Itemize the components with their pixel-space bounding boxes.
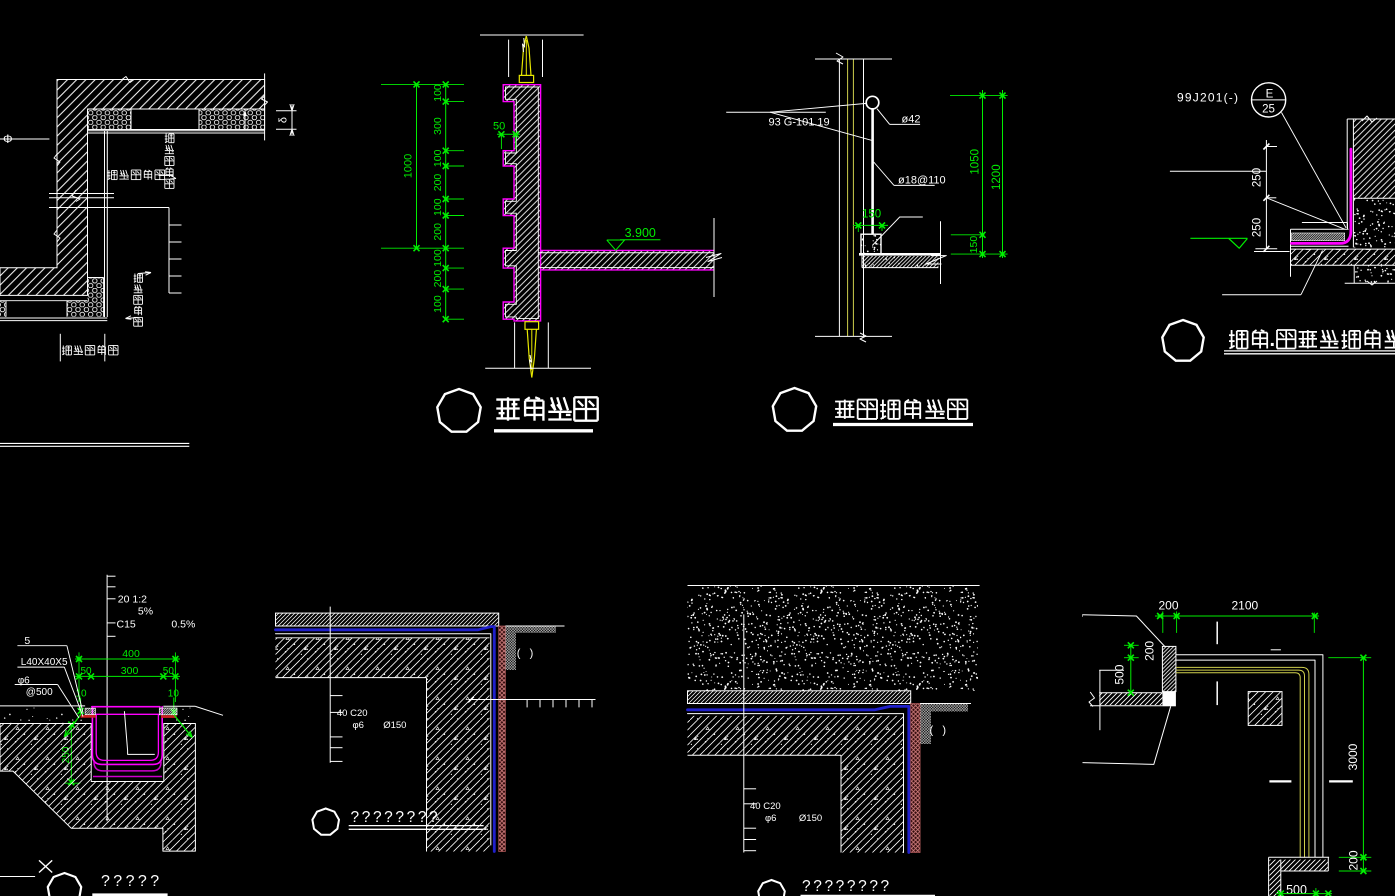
svg-text:20 1:2: 20 1:2: [118, 594, 147, 606]
svg-text:100: 100: [432, 295, 444, 313]
svg-text:φ6: φ6: [765, 813, 776, 824]
svg-text:100: 100: [432, 249, 444, 267]
svg-text:10: 10: [76, 688, 88, 699]
svg-text:50: 50: [493, 121, 505, 133]
svg-text:C15: C15: [117, 619, 136, 631]
svg-text:5%: 5%: [138, 606, 153, 618]
svg-text:50: 50: [163, 666, 175, 677]
svg-text:25: 25: [1262, 104, 1275, 116]
svg-text:3000: 3000: [1346, 743, 1360, 770]
svg-text:0.5%: 0.5%: [171, 619, 195, 631]
svg-text:1000: 1000: [402, 154, 414, 178]
svg-text:5: 5: [24, 635, 30, 647]
svg-text:40 C20: 40 C20: [337, 708, 368, 719]
svg-text:ø18@110: ø18@110: [898, 175, 946, 187]
svg-text:150: 150: [968, 236, 980, 254]
svg-text:( ): ( ): [517, 648, 534, 660]
svg-text:300: 300: [121, 665, 139, 677]
svg-text:100: 100: [432, 198, 444, 216]
svg-text:1200: 1200: [991, 164, 1003, 190]
svg-text:10: 10: [168, 688, 180, 699]
svg-text:250: 250: [1252, 168, 1264, 187]
svg-text:????????: ????????: [802, 878, 892, 895]
svg-text:φ6: φ6: [353, 720, 364, 731]
svg-text:ø42: ø42: [902, 114, 921, 126]
svg-text:3.900: 3.900: [625, 226, 656, 240]
svg-text:99J201(-): 99J201(-): [1177, 91, 1239, 105]
svg-text:Ø150: Ø150: [383, 720, 406, 731]
svg-text:200: 200: [432, 223, 444, 241]
svg-text:500: 500: [1113, 664, 1127, 684]
svg-text:δ: δ: [277, 117, 289, 123]
svg-text:?????: ?????: [101, 873, 163, 890]
svg-text:φ6: φ6: [18, 676, 30, 687]
svg-text:.: .: [1270, 329, 1276, 351]
svg-text:100: 100: [432, 149, 444, 167]
svg-text:Ø150: Ø150: [799, 813, 822, 824]
svg-text:200: 200: [1346, 850, 1360, 870]
svg-text:2100: 2100: [1232, 599, 1259, 613]
svg-text:50: 50: [81, 666, 93, 677]
svg-text:250: 250: [1252, 218, 1264, 237]
svg-text:93 G-101.19: 93 G-101.19: [769, 117, 830, 129]
svg-text:200: 200: [432, 270, 444, 288]
svg-text:( ): ( ): [930, 725, 947, 737]
svg-text:150: 150: [862, 209, 881, 221]
svg-text:????????: ????????: [351, 809, 441, 826]
svg-text:500: 500: [1286, 883, 1307, 896]
svg-text:200: 200: [432, 174, 444, 192]
svg-text:400: 400: [122, 648, 140, 660]
svg-text:L40X40X5: L40X40X5: [21, 657, 68, 668]
svg-text:200: 200: [1159, 599, 1179, 613]
svg-text:200: 200: [1143, 641, 1157, 661]
svg-text:300: 300: [432, 117, 444, 135]
svg-text:40 C20: 40 C20: [750, 801, 781, 812]
svg-text:1050: 1050: [970, 149, 982, 175]
svg-text:@500: @500: [26, 687, 53, 698]
svg-text:100: 100: [432, 84, 444, 102]
svg-text:E: E: [1266, 89, 1274, 101]
